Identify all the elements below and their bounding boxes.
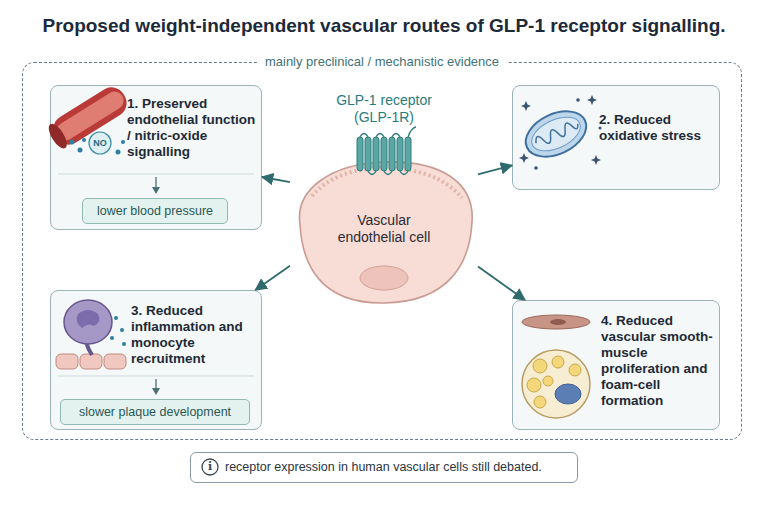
smooth-muscle-nucleus: [550, 319, 566, 325]
lipid-bilayer: [312, 168, 462, 198]
mechanism-box: 4. Reduced vascular smooth-muscle prolif…: [512, 300, 720, 430]
separator-line: [58, 174, 254, 175]
lipid-droplet: [552, 356, 564, 368]
monocyte: [64, 300, 112, 344]
connector-arrow: [262, 177, 290, 182]
cell-nucleus: [360, 266, 408, 290]
helix: [381, 137, 387, 171]
mechanism-heading: 2. Reduced oxidative stress: [599, 112, 717, 144]
down-arrow-head: [152, 388, 160, 395]
ros-dot: [576, 98, 580, 102]
cytokine-dot: [122, 342, 126, 346]
mito-inner: [527, 110, 586, 157]
receptor-loops: [360, 127, 416, 175]
cytokine-dot: [120, 328, 124, 332]
foam-cell-nucleus: [555, 384, 581, 404]
lipid-droplet: [534, 396, 546, 408]
mechanism-box: 2. Reduced oxidative stress: [512, 85, 720, 190]
ros-star: [591, 155, 601, 165]
monocyte-tail: [86, 342, 92, 355]
helix: [405, 137, 411, 171]
mechanism-box: 1. Preserved endothelial function / nitr…: [50, 85, 262, 230]
no-molecule: [82, 138, 86, 142]
ros-dot: [534, 166, 538, 170]
helix: [357, 137, 363, 171]
evidence-frame: mainly preclinical / mechanistic evidenc…: [22, 62, 742, 440]
mito-cristae: [534, 119, 580, 148]
endothelial-cell: [104, 354, 126, 369]
ros-dot: [599, 127, 602, 130]
helix: [373, 137, 379, 171]
no-molecule: [70, 140, 75, 145]
mechanism-heading: 3. Reduced inflammation and monocyte rec…: [131, 303, 259, 367]
diagram-title: Proposed weight-independent vascular rou…: [0, 14, 768, 38]
monocyte-nucleus: [77, 310, 100, 328]
receptor-label: GLP-1 receptor (GLP-1R): [319, 92, 449, 126]
outcome-text: lower blood pressure: [83, 199, 227, 223]
receptor-helices: [357, 127, 416, 175]
outcome-text: slower plaque development: [61, 400, 249, 424]
no-molecule: [121, 140, 125, 144]
endothelial-cell: GLP-1 receptor (GLP-1R) Vascular endothel…: [290, 92, 478, 307]
cell-label: Vascular endothelial cell: [324, 212, 444, 246]
note-text: receptor expression in human vascular ce…: [225, 453, 573, 482]
blood-vessel: [45, 82, 132, 152]
lipid-droplet: [533, 359, 547, 373]
foam-cell: [522, 350, 590, 418]
vessel-wall: [48, 82, 132, 150]
info-icon: [202, 459, 218, 475]
mechanism-heading: 4. Reduced vascular smooth-muscle prolif…: [601, 313, 717, 409]
helix: [389, 137, 395, 171]
lipid-droplet: [527, 378, 541, 392]
ros-star: [519, 153, 529, 163]
connector-arrow: [478, 267, 525, 300]
no-molecule: [78, 148, 83, 153]
down-arrow: [155, 177, 156, 190]
mitochondrion: [519, 102, 594, 165]
separator-line: [58, 376, 254, 377]
ros-star: [587, 95, 597, 105]
connector-arrow: [255, 266, 290, 290]
ros-star: [521, 101, 531, 111]
no-bubble: [89, 132, 111, 154]
cell-membrane: [300, 162, 473, 303]
lipid-droplet: [543, 376, 553, 386]
down-arrow-head: [152, 187, 160, 194]
vessel-end: [45, 121, 70, 151]
connector-arrow: [478, 165, 512, 174]
mechanism-heading: 1. Preserved endothelial function / nitr…: [127, 96, 259, 160]
outcome-box: lower blood pressure: [82, 198, 228, 224]
helix: [397, 137, 403, 171]
frame-heading: mainly preclinical / mechanistic evidenc…: [257, 53, 507, 70]
lipid-droplet: [569, 364, 581, 376]
down-arrow: [155, 379, 156, 391]
no-molecule: [116, 150, 121, 155]
mechanism-box: 3. Reduced inflammation and monocyte rec…: [50, 290, 262, 430]
helix: [365, 137, 371, 171]
note-box: receptor expression in human vascular ce…: [190, 452, 578, 483]
vessel-lumen: [53, 88, 127, 144]
cytokine-dot: [110, 336, 114, 340]
cytokine-dot: [114, 316, 118, 320]
outcome-box: slower plaque development: [60, 399, 250, 425]
endothelial-cell: [56, 354, 78, 369]
mito-outer: [519, 102, 594, 165]
smooth-muscle-cell: [522, 315, 590, 329]
endothelial-cell: [80, 354, 102, 369]
